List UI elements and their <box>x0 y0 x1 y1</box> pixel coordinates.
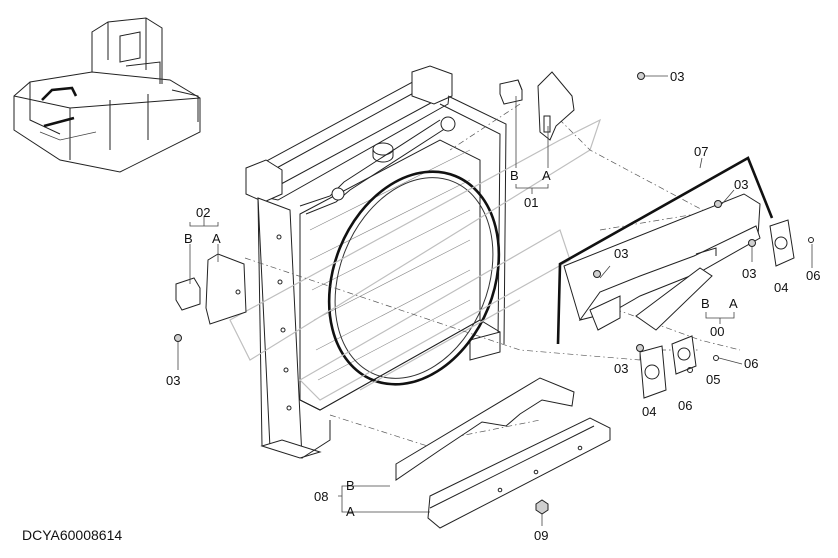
callout-03-left: 03 <box>166 373 180 388</box>
washer-06-right <box>808 237 814 243</box>
part-05-plate <box>671 335 697 375</box>
letter-a-00: A <box>729 296 738 311</box>
drawing-code-label: DCYA60008614 <box>22 527 123 543</box>
callout-03-mid: 03 <box>614 246 628 261</box>
part-04-plate-lower <box>639 345 667 399</box>
letter-a-01: A <box>542 168 551 183</box>
fan-ring <box>327 170 501 386</box>
bolt-03-left <box>174 334 182 342</box>
callout-06-right: 06 <box>806 268 820 283</box>
callout-06-lower: 06 <box>744 356 758 371</box>
callout-03-cover: 03 <box>734 177 748 192</box>
bolt-03-cover <box>714 200 722 208</box>
callout-03-top: 03 <box>670 69 684 84</box>
watermark-graphic <box>229 118 602 401</box>
part-07-cover <box>556 156 774 345</box>
washer-06-plate <box>687 367 693 373</box>
letter-a-08: A <box>346 504 355 519</box>
callout-02: 02 <box>196 205 210 220</box>
bolt-03-top <box>637 72 645 80</box>
part-08-bottom-seal <box>395 377 575 481</box>
callout-labels: 03 01 B A 02 B A 03 07 03 03 03 04 06 00… <box>166 69 820 543</box>
letter-a-02: A <box>212 231 221 246</box>
part-04-plate-right <box>769 219 795 267</box>
letter-b-08: B <box>346 478 355 493</box>
letter-b-01: B <box>510 168 519 183</box>
bolt-09 <box>535 499 549 515</box>
callout-08: 08 <box>314 489 328 504</box>
part-02-bracket <box>175 253 247 325</box>
callout-04-right: 04 <box>774 280 788 295</box>
callout-00: 00 <box>710 324 724 339</box>
callout-07: 07 <box>694 144 708 159</box>
callout-04-lower: 04 <box>642 404 656 419</box>
radiator-assembly <box>245 65 507 459</box>
bolt-03-right <box>748 239 756 247</box>
callout-09: 09 <box>534 528 548 543</box>
callout-06-plate: 06 <box>678 398 692 413</box>
part-08-bottom-bracket <box>427 417 611 529</box>
callout-leaders <box>177 75 813 526</box>
washer-06-lower <box>713 355 719 361</box>
letter-b-00: B <box>701 296 710 311</box>
excavator-locator-thumbnail <box>13 17 201 173</box>
bolt-03-lower <box>636 344 644 352</box>
callout-03-right: 03 <box>742 266 756 281</box>
bolt-03-mid <box>593 270 601 278</box>
part-01-bracket <box>499 71 575 141</box>
callout-05: 05 <box>706 372 720 387</box>
letter-b-02: B <box>184 231 193 246</box>
callout-01: 01 <box>524 195 538 210</box>
callout-03-lower: 03 <box>614 361 628 376</box>
